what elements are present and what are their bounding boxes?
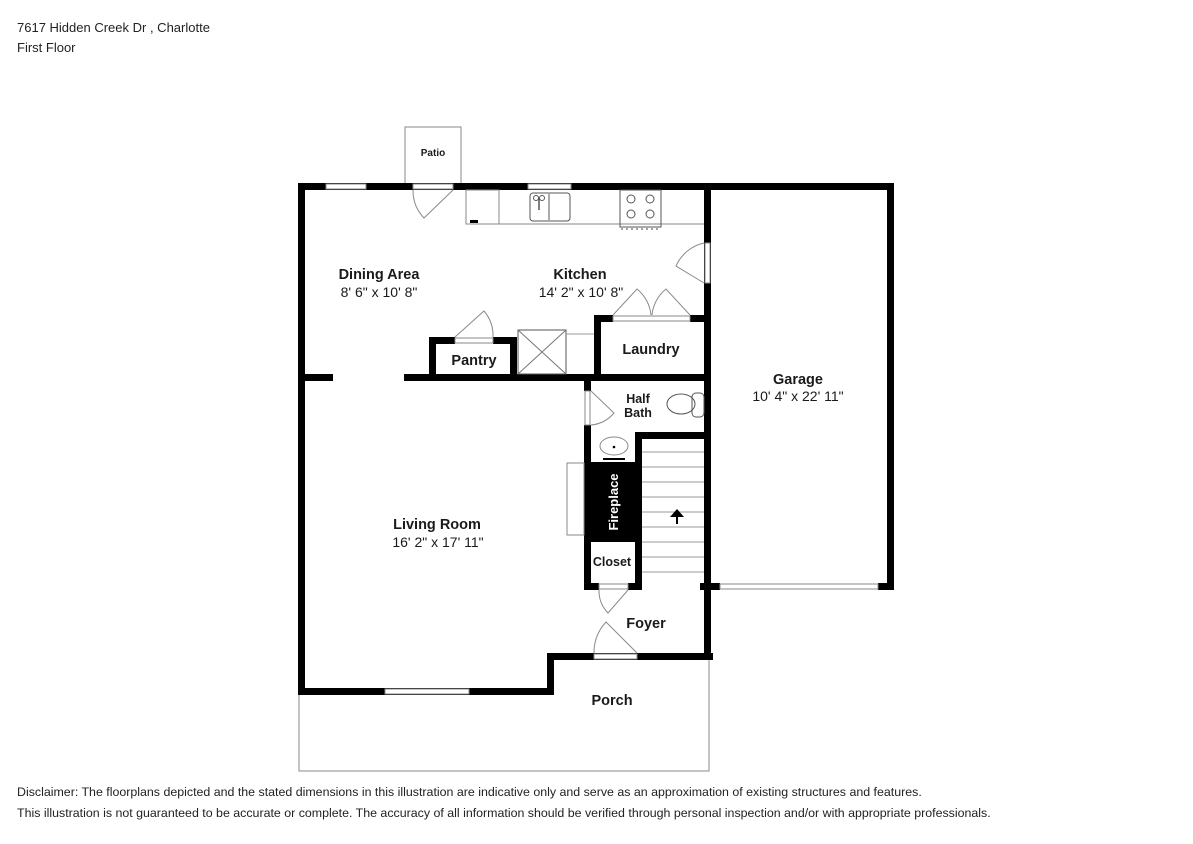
- garage-dimensions: 10' 4" x 22' 11": [752, 388, 843, 404]
- porch-label: Porch: [591, 693, 632, 709]
- utility-closet-icon: [517, 329, 594, 375]
- dining-area-label: Dining Area: [339, 267, 421, 283]
- living-room-label: Living Room: [393, 517, 481, 533]
- doors: [412, 183, 711, 660]
- property-address: 7617 Hidden Creek Dr , Charlotte: [17, 20, 210, 35]
- laundry-label: Laundry: [622, 342, 679, 358]
- half-bath-label-line1: Half: [626, 392, 650, 406]
- pantry-label: Pantry: [451, 353, 496, 369]
- foyer-label: Foyer: [626, 616, 666, 632]
- kitchen-label: Kitchen: [553, 267, 606, 283]
- fireplace-label: Fireplace: [606, 473, 621, 530]
- kitchen-dimensions: 14' 2" x 10' 8": [539, 284, 624, 300]
- kitchen-fixtures: [465, 189, 704, 375]
- bath-fixtures: [599, 392, 705, 460]
- living-room-dimensions: 16' 2" x 17' 11": [392, 534, 483, 550]
- floor-label: First Floor: [17, 40, 76, 55]
- toilet-icon: [666, 392, 705, 418]
- refrigerator-icon: [465, 189, 500, 225]
- half-bath-label-line2: Bath: [624, 406, 652, 420]
- patio: Patio: [404, 126, 462, 185]
- dining-area-dimensions: 8' 6" x 10' 8": [341, 284, 418, 300]
- disclaimer-line-2: This illustration is not guaranteed to b…: [17, 806, 991, 820]
- garage-label: Garage: [773, 372, 823, 388]
- disclaimer: Disclaimer: The floorplans depicted and …: [17, 782, 991, 824]
- patio-label: Patio: [421, 148, 445, 159]
- walls: [298, 183, 894, 695]
- room-labels: Dining Area 8' 6" x 10' 8" Kitchen 14' 2…: [339, 267, 844, 632]
- up-arrow-icon: [670, 509, 684, 524]
- fireplace: Fireplace: [566, 462, 621, 536]
- windows: [325, 183, 879, 695]
- stove-icon: [619, 189, 662, 230]
- sink-basin-icon: [599, 436, 629, 460]
- disclaimer-line-1: Disclaimer: The floorplans depicted and …: [17, 785, 922, 799]
- stairs: [642, 451, 704, 573]
- closet-label: Closet: [593, 555, 632, 569]
- porch: Porch: [298, 660, 710, 772]
- sink-icon: [529, 192, 571, 222]
- header: 7617 Hidden Creek Dr , Charlotte First F…: [17, 18, 210, 58]
